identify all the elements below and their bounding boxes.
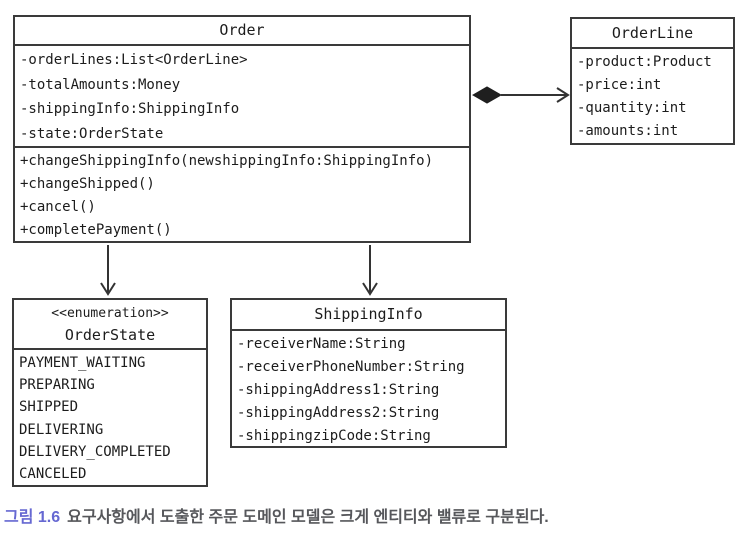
arrow-order-orderstate xyxy=(100,245,116,296)
attribute-row: -shippingAddress2:String xyxy=(237,405,440,421)
class-title-shippinginfo: ShippingInfo xyxy=(232,300,505,331)
attribute-row: -price:int xyxy=(577,77,662,93)
attribute-row: -shippingInfo:ShippingInfo xyxy=(20,101,240,117)
enum-value-row: CANCELED xyxy=(19,466,87,483)
shippinginfo-attributes-compartment: -receiverName:String -receiverPhoneNumbe… xyxy=(232,331,505,450)
class-title-order: Order xyxy=(15,17,469,46)
orderstate-values-compartment: PAYMENT_WAITING PREPARING SHIPPED DELIVE… xyxy=(14,350,206,487)
figure-caption-label: 그림 1.6 xyxy=(4,509,61,526)
open-arrowhead-icon xyxy=(100,282,116,296)
attribute-row: -totalAmounts:Money xyxy=(20,76,181,93)
composition-order-orderline xyxy=(471,86,570,104)
enum-value-row: PAYMENT_WAITING xyxy=(19,355,146,371)
stereotype-label: <<enumeration>> xyxy=(51,306,169,321)
order-attributes-compartment: -orderLines:List<OrderLine> -totalAmount… xyxy=(15,46,469,148)
class-box-orderstate: <<enumeration>> OrderState PAYMENT_WAITI… xyxy=(12,298,208,487)
orderline-attributes-compartment: -product:Product -price:int -quantity:in… xyxy=(572,49,733,145)
open-arrowhead-icon xyxy=(556,87,570,103)
class-box-orderline: OrderLine -product:Product -price:int -q… xyxy=(570,17,735,145)
attribute-row: -shippingAddress1:String xyxy=(237,382,440,398)
attribute-row: -shippingzipCode:String xyxy=(237,428,431,444)
attribute-row: -amounts:int xyxy=(577,123,679,139)
method-row: +changeShipped() xyxy=(20,176,155,192)
method-row: +completePayment() xyxy=(20,222,172,238)
method-row: +cancel() xyxy=(20,199,96,215)
attribute-row: -product:Product xyxy=(577,54,712,70)
class-name: ShippingInfo xyxy=(314,305,423,323)
attribute-row: -receiverPhoneNumber:String xyxy=(237,359,465,375)
class-title-orderstate: <<enumeration>> OrderState xyxy=(14,300,206,350)
attribute-row: -receiverName:String xyxy=(237,336,406,352)
class-name: OrderLine xyxy=(611,24,694,42)
method-row: +changeShippingInfo(newshippingInfo:Ship… xyxy=(20,153,434,169)
class-name: Order xyxy=(219,21,265,39)
enum-value-row: PREPARING xyxy=(19,377,95,394)
enum-value-row: DELIVERY_COMPLETED xyxy=(19,443,171,460)
filled-diamond-icon xyxy=(471,86,503,104)
enum-value-row: DELIVERING xyxy=(19,421,104,438)
class-name: OrderState xyxy=(64,326,156,344)
class-title-orderline: OrderLine xyxy=(572,19,733,49)
class-box-shippinginfo: ShippingInfo -receiverName:String -recei… xyxy=(230,298,507,448)
attribute-row: -quantity:int xyxy=(577,100,687,116)
order-methods-compartment: +changeShippingInfo(newshippingInfo:Ship… xyxy=(15,148,469,244)
figure-caption-text: 요구사항에서 도출한 주문 도메인 모델은 크게 엔티티와 밸류로 구분된다. xyxy=(67,509,549,526)
enum-value-row: SHIPPED xyxy=(19,399,79,416)
arrow-order-shippinginfo xyxy=(362,245,378,296)
figure-caption: 그림 1.6 요구사항에서 도출한 주문 도메인 모델은 크게 엔티티와 밸류로 … xyxy=(4,506,549,530)
class-box-order: Order -orderLines:List<OrderLine> -total… xyxy=(13,15,471,243)
attribute-row: -state:OrderState xyxy=(20,125,164,142)
open-arrowhead-icon xyxy=(362,282,378,296)
attribute-row: -orderLines:List<OrderLine> xyxy=(20,52,248,68)
